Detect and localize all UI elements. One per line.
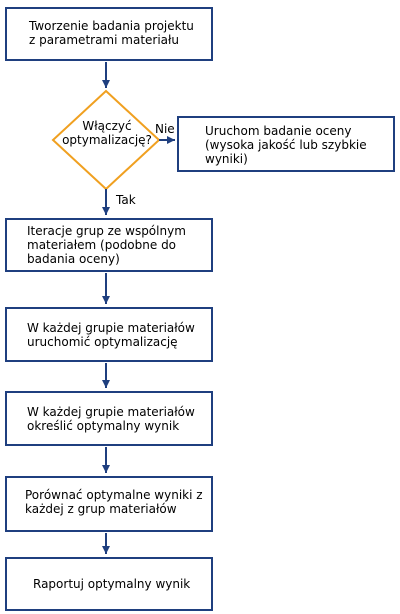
node-find-optimum: W każdej grupie materiałów określić opty… (5, 391, 213, 446)
node-run-optimization-line-2: uruchomić optymalizację (27, 335, 178, 349)
node-iterate-groups: Iteracje grup ze wspólnym materiałem (po… (5, 218, 213, 272)
node-run-optimization: W każdej grupie materiałów uruchomić opt… (5, 307, 213, 362)
node-find-optimum-line-2: określić optymalny wynik (27, 419, 180, 433)
node-iterate-groups-line-2: materiałem (podobne do (27, 238, 177, 252)
node-run-evaluation-line-2: (wysoka jakość lub szybkie (205, 138, 367, 152)
node-run-evaluation-line-1: Uruchom badanie oceny (205, 124, 352, 138)
decision-label-line-2: optymalizację? (62, 133, 152, 147)
node-report-result: Raportuj optymalny wynik (5, 557, 213, 611)
node-compare-results: Porównać optymalne wyniki z każdej z gru… (5, 476, 213, 532)
edge-label-yes: Tak (116, 193, 136, 207)
edge-label-no: Nie (155, 122, 175, 136)
node-iterate-groups-line-1: Iteracje grup ze wspólnym (27, 224, 186, 238)
node-create-study: Tworzenie badania projektu z parametrami… (5, 7, 213, 61)
node-compare-results-line-1: Porównać optymalne wyniki z (25, 488, 203, 502)
node-create-study-line-2: z parametrami materiału (29, 33, 180, 47)
decision-label: Włączyć optymalizację? (59, 119, 155, 147)
node-run-evaluation: Uruchom badanie oceny (wysoka jakość lub… (177, 116, 395, 172)
node-create-study-line-1: Tworzenie badania projektu (29, 19, 194, 33)
node-compare-results-line-2: każdej z grup materiałów (25, 502, 177, 516)
node-find-optimum-line-1: W każdej grupie materiałów (27, 405, 195, 419)
decision-label-line-1: Włączyć (82, 119, 132, 133)
node-run-evaluation-line-3: wyniki) (205, 152, 248, 166)
node-report-result-line-1: Raportuj optymalny wynik (33, 577, 191, 591)
node-iterate-groups-line-3: badania oceny) (27, 252, 120, 266)
node-run-optimization-line-1: W każdej grupie materiałów (27, 321, 195, 335)
